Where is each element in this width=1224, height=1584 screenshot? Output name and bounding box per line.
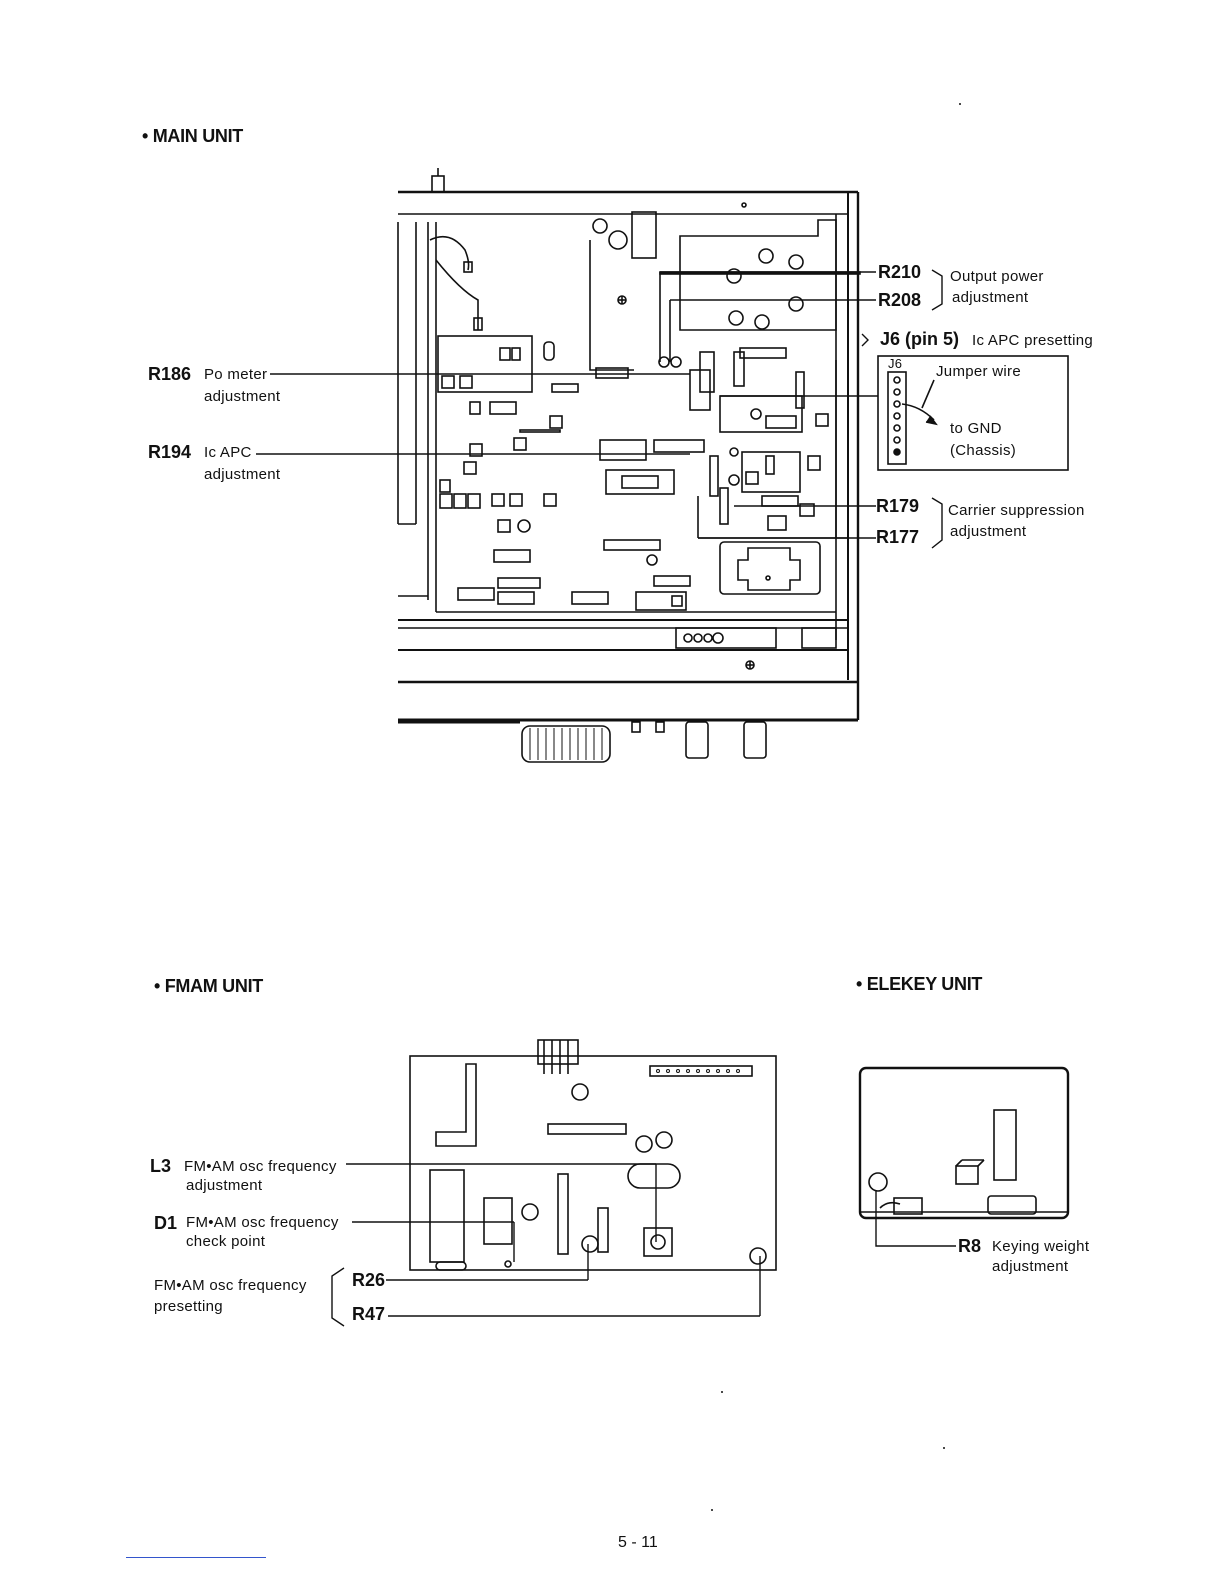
footer-rule [126,1557,266,1558]
main-unit-heading: • MAIN UNIT [142,126,243,146]
r8-label: R8 [958,1236,982,1256]
j6-box-label: J6 [888,356,903,371]
r26-label: R26 [352,1270,386,1290]
j6-jumper-box-drawing [877,355,1069,471]
gnd-label-line1: to GND [950,420,1002,437]
main-unit-board-drawing [397,168,861,763]
l3-desc-line1: FM•AM osc frequency [184,1158,337,1175]
output-power-desc-line1: Output power [950,268,1044,285]
main-unit-leader-lines [256,269,943,549]
jumper-wire-label: Jumper wire [936,363,1021,380]
r194-label: R194 [148,442,192,462]
page-number: 5 - 11 [618,1534,658,1551]
d1-desc-line2: check point [186,1233,266,1250]
r8-desc-line2: adjustment [992,1258,1069,1275]
carrier-desc-line2: adjustment [950,523,1027,540]
r194-desc-line1: Ic APC [204,444,252,461]
r194-desc-line2: adjustment [204,466,281,483]
carrier-desc-line1: Carrier suppression [948,502,1085,519]
r208-label: R208 [878,290,922,310]
r177-label: R177 [876,527,920,547]
elekey-unit-heading: • ELEKEY UNIT [856,974,983,994]
fmam-unit-heading: • FMAM UNIT [154,976,263,996]
fmam-leader-lines [331,1163,761,1327]
d1-label: D1 [154,1213,178,1233]
l3-desc-line2: adjustment [186,1177,263,1194]
r8-desc-line1: Keying weight [992,1238,1090,1255]
r210-label: R210 [878,262,922,282]
j6-desc: Ic APC presetting [972,332,1093,349]
d1-desc-line1: FM•AM osc frequency [186,1214,339,1231]
output-power-desc-line2: adjustment [952,289,1029,306]
preset-desc-line2: presetting [154,1298,223,1315]
preset-desc-line1: FM•AM osc frequency [154,1277,307,1294]
r186-desc-line1: Po meter [204,366,268,383]
l3-label: L3 [150,1156,172,1176]
elekey-unit-board-drawing [858,1066,1070,1247]
fmam-unit-board-drawing [409,1039,777,1271]
r186-label: R186 [148,364,192,384]
r179-label: R179 [876,496,920,516]
r47-label: R47 [352,1304,386,1324]
j6-label: J6 (pin 5) [880,329,960,349]
gnd-label-line2: (Chassis) [950,442,1017,459]
r186-desc-line2: adjustment [204,388,281,405]
